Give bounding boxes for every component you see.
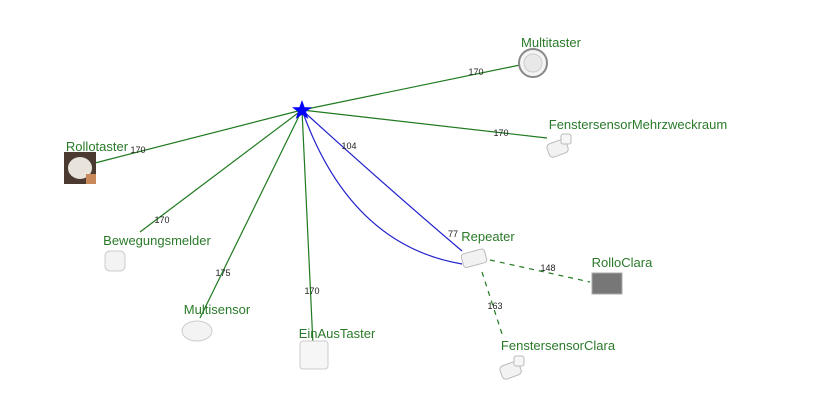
device-node[interactable]: RolloClara [591,255,653,295]
link-quality-label: 170 [304,286,319,296]
device-label[interactable]: Repeater [461,229,515,244]
device-label[interactable]: FenstersensorMehrzweckraum [549,117,727,132]
device-node[interactable]: Bewegungsmelder [103,233,212,272]
coordinator-star-icon[interactable] [292,100,312,119]
device-node[interactable]: EinAusTaster [299,326,376,370]
link-quality-label: 148 [540,263,555,273]
link-quality-label: 175 [215,268,230,278]
link-line [301,109,463,252]
round-button-icon [518,48,548,78]
device-node[interactable]: FenstersensorClara [499,338,616,380]
device-label[interactable]: FenstersensorClara [501,338,616,353]
device-label[interactable]: Rollotaster [66,139,129,154]
device-label[interactable]: EinAusTaster [299,326,376,341]
switch-icon [299,340,329,370]
device-node[interactable]: Multitaster [518,35,582,78]
link-quality-label: 170 [468,67,483,77]
plug-icon [460,248,488,268]
photo-icon [64,152,96,184]
multisensor-icon [181,320,213,342]
device-node[interactable]: Multisensor [181,302,251,342]
device-node[interactable]: FenstersensorMehrzweckraum [546,117,727,158]
device-label[interactable]: Bewegungsmelder [103,233,211,248]
window-sensor-icon [546,133,572,158]
link-line [301,64,521,111]
link-quality-label: 170 [493,128,508,138]
device-label[interactable]: RolloClara [592,255,653,270]
device-node[interactable]: Rollotaster [64,139,129,184]
link-line [489,259,591,283]
link-line [139,109,303,233]
link-quality-label: 104 [341,141,356,151]
link-line [199,109,303,319]
link-quality-label: 170 [130,145,145,155]
link-line [481,271,504,338]
link-quality-label: 77 [448,229,458,239]
link-line [94,109,303,164]
link-line [301,109,548,139]
window-sensor-icon [499,355,525,380]
motion-sensor-icon [104,250,126,272]
device-label[interactable]: Multisensor [184,302,251,317]
link-quality-label: 170 [154,215,169,225]
device-label[interactable]: Multitaster [521,35,582,50]
device-node[interactable]: Repeater [460,229,516,268]
link-line [301,109,463,265]
shutter-icon [591,272,623,295]
link-quality-label: 163 [487,301,502,311]
link-line [301,109,314,346]
